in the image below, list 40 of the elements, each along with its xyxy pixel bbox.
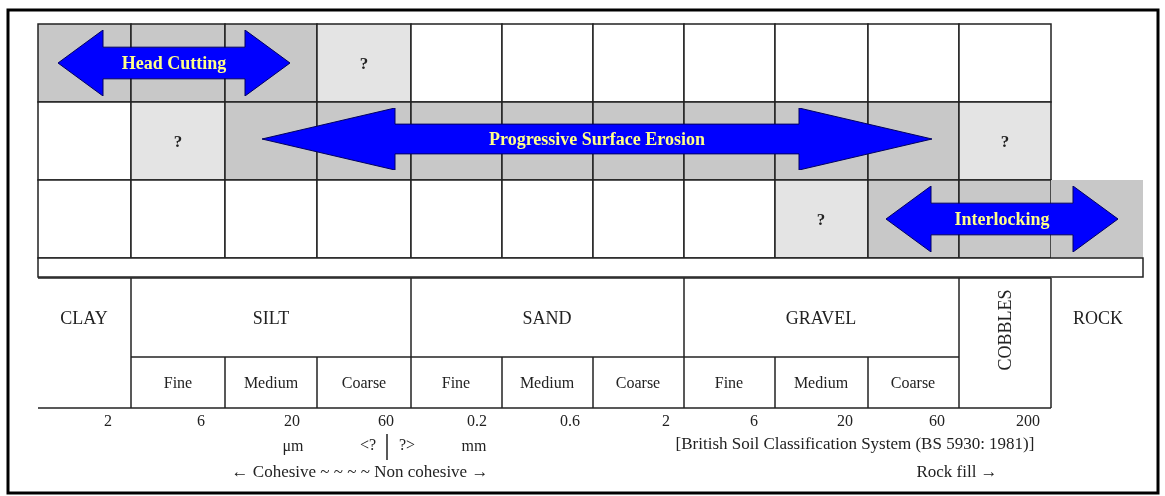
rock-fill-note: Rock fill → <box>916 462 998 480</box>
boundary-mark: <? <box>359 437 377 453</box>
size-value: 6 <box>750 413 758 429</box>
size-value: 20 <box>837 413 853 429</box>
unit-label: μm <box>282 438 304 454</box>
question-mark: ? <box>1000 132 1010 150</box>
size-value: 2 <box>662 413 670 429</box>
subclass-label: Medium <box>243 375 299 391</box>
arrow-label: Progressive Surface Erosion <box>489 130 705 148</box>
subclass-label: Medium <box>793 375 849 391</box>
size-value: 60 <box>929 413 945 429</box>
size-value: 2 <box>104 413 112 429</box>
size-value: 0.2 <box>467 413 487 429</box>
size-value: 20 <box>284 413 300 429</box>
unit-label: mm <box>461 438 487 454</box>
subclass-label: Fine <box>163 375 193 391</box>
subclass-label: Coarse <box>615 375 661 391</box>
size-value: 0.6 <box>560 413 580 429</box>
arrow-label: Interlocking <box>954 210 1050 228</box>
question-mark: ? <box>816 210 826 228</box>
size-value: 60 <box>378 413 394 429</box>
subclass-label: Coarse <box>341 375 387 391</box>
subclass-label: Medium <box>519 375 575 391</box>
standard-note: [British Soil Classification System (BS 5930: 1981)] <box>675 434 1035 452</box>
cohesion-note: ← Cohesive ~ ~ ~ ~ Non cohesive → <box>231 462 489 480</box>
subclass-label: Fine <box>714 375 744 391</box>
size-value: 200 <box>1016 413 1040 429</box>
question-mark: ? <box>359 54 369 72</box>
soil-class-label: CLAY <box>60 309 108 327</box>
subclass-label: Coarse <box>890 375 936 391</box>
soil-class-label: SAND <box>522 309 572 327</box>
soil-class-label: ROCK <box>1073 309 1123 327</box>
soil-class-label: COBBLES <box>996 289 1014 371</box>
size-value: 6 <box>197 413 205 429</box>
boundary-mark: ?> <box>398 437 416 453</box>
question-mark: ? <box>173 132 183 150</box>
soil-class-label: GRAVEL <box>785 309 857 327</box>
subclass-label: Fine <box>441 375 471 391</box>
arrow-label: Head Cutting <box>121 54 227 72</box>
soil-class-label: SILT <box>252 309 290 327</box>
